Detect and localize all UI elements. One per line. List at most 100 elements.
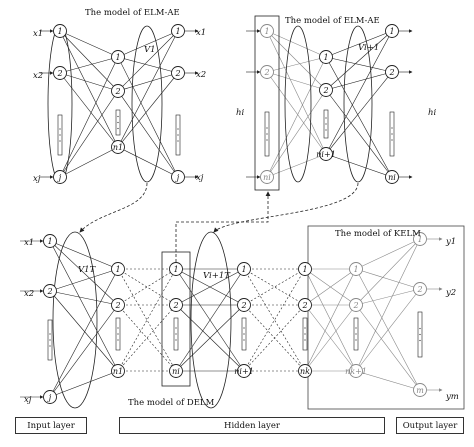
tr-input-ellipsis-dot: [266, 127, 268, 129]
tl-weight-ellipse: [131, 25, 163, 183]
connection-edge: [325, 30, 393, 155]
tr-weight-ellipse: [343, 25, 373, 183]
kelm-title: The model of KELM: [335, 229, 421, 239]
b-hidden2-node-label: ni: [172, 367, 180, 376]
b-kelm-hidden-node-label: 1: [353, 265, 358, 274]
delm-hidden-highlight-box: [161, 251, 191, 387]
b-input-ellipsis: [47, 319, 53, 361]
tr-input-node: [260, 24, 274, 38]
tr-input-box: [254, 15, 280, 191]
tl-input-ellipsis-dot: [59, 128, 61, 130]
tl-input-label-1: x1: [33, 29, 43, 39]
b-kelm-hidden-node-label: nk+1: [345, 367, 367, 376]
b-output-label-2: y2: [445, 288, 456, 298]
connection-edge: [325, 30, 393, 58]
b-h1-ellipsis: [115, 317, 121, 351]
tl-hidden-ellipsis-dot: [117, 127, 119, 130]
b-input-node-label: j: [47, 393, 52, 402]
connection-edge: [117, 268, 177, 372]
connection-edge: [117, 268, 177, 306]
b-h5-ellipsis-dot: [355, 333, 357, 335]
tl-output-label-1: x1: [196, 28, 206, 38]
b-h3-ellipsis: [241, 317, 247, 351]
connection-edge: [325, 71, 393, 155]
tl-hidden-ellipsis-dot: [117, 121, 119, 124]
b-kelm-hidden-node: [349, 364, 363, 378]
top-right-weight-label: Vi+1: [358, 43, 379, 53]
tl-output-ellipsis-dot: [177, 140, 179, 142]
connection-edge: [304, 304, 357, 372]
tr-hidden-ellipsis-dot: [325, 129, 327, 131]
tl-output-node: [171, 24, 185, 38]
b-input-label-3: xj: [24, 395, 32, 405]
b-output-node: [413, 282, 427, 296]
input-layer-box: Input layer: [15, 417, 87, 434]
connection-edge: [59, 30, 119, 58]
b-hidden1-node: [111, 262, 125, 276]
connection-edge: [117, 56, 179, 74]
tl-hidden-node-label: n1: [113, 143, 123, 152]
b-h3-ellipsis-dot: [243, 327, 245, 329]
connection-edge: [325, 30, 393, 91]
b-h3-ellipsis-dot: [243, 339, 245, 341]
connection-edge: [59, 72, 119, 148]
top-right-title: The model of ELM-AE: [285, 16, 380, 26]
tr-input-ellipsis-dot: [266, 133, 268, 135]
b-h4-ellipsis-dot: [304, 327, 306, 329]
connection-edge: [266, 71, 327, 155]
connection-edge: [59, 90, 119, 178]
b-kelm-hidden-node: [349, 298, 363, 312]
tr-input-node-label: 2: [263, 68, 269, 77]
connector-tr-to-delm: [213, 182, 359, 233]
tr-output-node: [385, 170, 399, 184]
b-input-node: [43, 390, 57, 404]
connection-edge: [266, 30, 327, 91]
b-hidden1-node-label: 2: [114, 301, 120, 310]
b-hidden1-node-label: 1: [115, 265, 120, 274]
b-hidden3-node: [237, 262, 251, 276]
b-output-node-label: m: [416, 386, 424, 395]
connection-edge: [355, 304, 421, 391]
b-output-label-3: ym: [445, 392, 459, 402]
b-hidden4-node: [298, 364, 312, 378]
connection-edge: [117, 146, 179, 178]
tr-output-ellipsis-dot: [391, 139, 393, 141]
b-hidden1-node-label: n1: [113, 367, 123, 376]
b-h2-ellipsis: [173, 317, 179, 351]
tl-input-node: [53, 66, 67, 80]
connection-edge: [49, 370, 119, 398]
connection-edge: [304, 268, 357, 306]
b-hidden2-node: [169, 364, 183, 378]
top-left-weight-label: V1: [144, 45, 156, 55]
hidden-layer-box: Hidden layer: [119, 417, 385, 434]
connection-edge: [49, 268, 119, 398]
b-h3-ellipsis-dot: [243, 333, 245, 335]
tl-input-node-label: 2: [56, 69, 62, 78]
b-output-node: [413, 232, 427, 246]
b-hidden1-node: [111, 364, 125, 378]
b-input-label-2: x2: [24, 289, 34, 299]
b-hidden1-node: [111, 298, 125, 312]
b-hidden3-node-label: 2: [240, 301, 246, 310]
tl-hidden-node-label: 2: [114, 87, 120, 96]
connection-edge: [117, 72, 179, 92]
tl-hidden-node-label: 1: [115, 53, 120, 62]
tr-input-node-label: 1: [264, 27, 269, 36]
connection-edge: [325, 71, 393, 91]
tr-output-ellipsis-dot: [391, 127, 393, 129]
delm-title: The model of DELM: [128, 398, 215, 408]
connection-edge: [117, 56, 179, 178]
top-left-title: The model of ELM-AE: [85, 8, 180, 18]
connection-edge: [355, 268, 421, 391]
tl-output-node-label: 2: [174, 69, 180, 78]
b-output-ellipsis-dot: [419, 339, 421, 342]
tr-left-ellipse: [284, 25, 312, 183]
connection-edge: [355, 370, 421, 391]
tl-input-ellipsis-dot: [59, 140, 61, 142]
b-kelm-hidden-node: [349, 262, 363, 276]
b-output-node-label: 2: [416, 285, 422, 294]
connection-edge: [175, 268, 245, 372]
b-input-label-1: x1: [24, 238, 34, 248]
b-hidden4-node: [298, 298, 312, 312]
